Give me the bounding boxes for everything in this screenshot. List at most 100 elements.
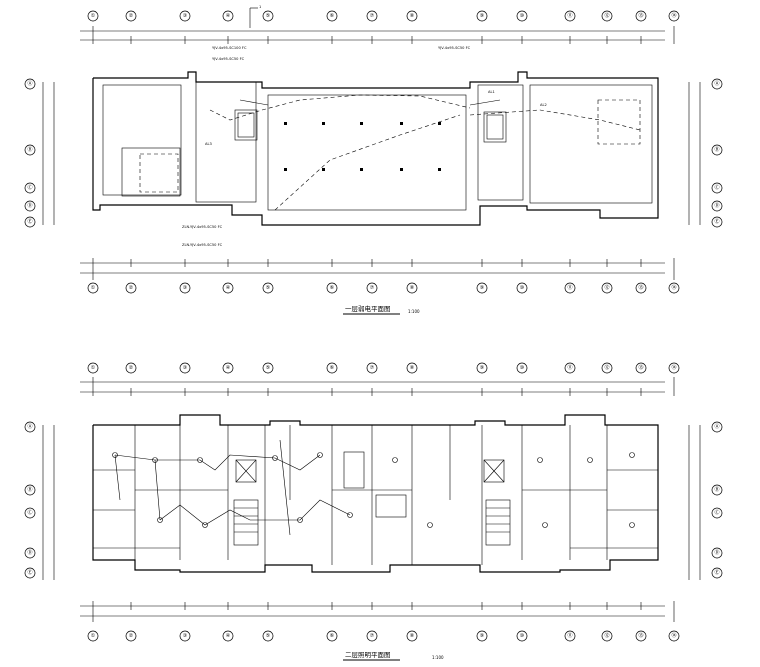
axis-bubble: ②	[125, 10, 137, 22]
axis-bubble: ①	[87, 630, 99, 642]
axis-bubble: ⑧	[406, 10, 418, 22]
axis-bubble: ⑫	[601, 282, 613, 294]
note-label: AL2	[540, 103, 547, 107]
axis-bubble: ⑪	[564, 362, 576, 374]
axis-bubble: ⑭	[668, 282, 680, 294]
svg-text:①: ①	[91, 633, 96, 639]
axis-bubble: ⑩	[516, 282, 528, 294]
axis-bubble: ⑬	[635, 282, 647, 294]
axis-bubble: Ⓓ	[24, 547, 36, 559]
upper-top-axes: ① ② ③ ④ ⑤ ⑥ ⑦ ⑧ ⑨ ⑩ ⑪ ⑫ ⑬ ⑭	[87, 10, 680, 22]
axis-bubble: Ⓔ	[24, 567, 36, 579]
axis-bubble: ⑦	[366, 362, 378, 374]
axis-bubble: ②	[125, 630, 137, 642]
upper-left-axes: Ⓐ Ⓑ Ⓒ Ⓓ Ⓔ	[24, 78, 55, 228]
svg-text:Ⓔ: Ⓔ	[714, 569, 719, 576]
svg-text:④: ④	[226, 633, 231, 639]
svg-text:①: ①	[91, 365, 96, 371]
upper-right-axes: Ⓐ Ⓑ Ⓒ Ⓓ Ⓔ	[688, 78, 723, 228]
svg-text:⑭: ⑭	[671, 364, 676, 371]
svg-text:⑪: ⑪	[567, 12, 572, 19]
axis-bubble: Ⓐ	[24, 421, 36, 433]
plan-title: 二层照明平面图	[345, 651, 391, 659]
axis-bubble: Ⓓ	[711, 547, 723, 559]
svg-text:⑥: ⑥	[330, 285, 335, 291]
svg-text:③: ③	[183, 633, 187, 639]
svg-text:Ⓐ: Ⓐ	[714, 423, 719, 430]
upper-plan: 1 ① ② ③ ④ ⑤ ⑥ ⑦ ⑧ ⑨ ⑩ ⑪ ⑫ ⑬ ⑭	[24, 5, 723, 315]
axis-bubble: ⑬	[635, 10, 647, 22]
axis-bubble: ⑨	[476, 630, 488, 642]
svg-text:⑤: ⑤	[266, 285, 270, 291]
axis-bubble: ⑨	[476, 362, 488, 374]
svg-text:Ⓒ: Ⓒ	[27, 184, 32, 191]
axis-bubble: ⑪	[564, 10, 576, 22]
svg-text:⑫: ⑫	[604, 12, 609, 19]
svg-text:⑩: ⑩	[520, 285, 525, 291]
svg-text:⑭: ⑭	[671, 284, 676, 291]
lower-plan: ① ② ③ ④ ⑤ ⑥ ⑦ ⑧ ⑨ ⑩ ⑪ ⑫ ⑬ ⑭	[24, 362, 723, 661]
axis-bubble: ⑥	[326, 282, 338, 294]
axis-bubble: ⑤	[262, 630, 274, 642]
axis-bubble: Ⓐ	[24, 78, 36, 90]
plan-scale: 1:100	[432, 655, 444, 660]
svg-text:⑬: ⑬	[638, 284, 643, 291]
svg-text:②: ②	[129, 285, 134, 291]
axis-bubble: ⑭	[668, 362, 680, 374]
axis-bubble: Ⓔ	[711, 567, 723, 579]
axis-bubble: ③	[179, 362, 191, 374]
lower-floor-plan	[92, 414, 659, 573]
axis-bubble: Ⓑ	[711, 144, 723, 156]
svg-text:⑬: ⑬	[638, 364, 643, 371]
svg-text:Ⓑ: Ⓑ	[27, 146, 32, 153]
axis-bubble: ⑤	[262, 282, 274, 294]
axis-bubble: Ⓑ	[711, 484, 723, 496]
axis-bubble: ⑪	[564, 630, 576, 642]
plan-scale: 1:100	[408, 309, 420, 314]
svg-text:③: ③	[183, 285, 187, 291]
svg-text:⑨: ⑨	[480, 285, 484, 291]
svg-text:Ⓓ: Ⓓ	[714, 202, 719, 209]
axis-bubble: Ⓑ	[24, 144, 36, 156]
axis-bubble: ④	[222, 10, 234, 22]
axis-bubble: Ⓒ	[711, 182, 723, 194]
svg-text:Ⓐ: Ⓐ	[27, 80, 32, 87]
svg-text:⑤: ⑤	[266, 13, 270, 19]
axis-bubble: ③	[179, 10, 191, 22]
axis-bubble: Ⓓ	[24, 200, 36, 212]
axis-bubble: ⑪	[564, 282, 576, 294]
axis-bubble: Ⓔ	[711, 216, 723, 228]
svg-text:Ⓑ: Ⓑ	[27, 486, 32, 493]
svg-text:②: ②	[129, 365, 134, 371]
svg-text:⑧: ⑧	[410, 13, 415, 19]
axis-bubble: ⑬	[635, 630, 647, 642]
svg-text:Ⓒ: Ⓒ	[27, 509, 32, 516]
note-label: ZLN-YJV-4x95-SC50 FC	[182, 243, 223, 247]
svg-text:⑬: ⑬	[638, 12, 643, 19]
svg-text:⑧: ⑧	[410, 285, 415, 291]
svg-text:⑦: ⑦	[370, 13, 375, 19]
upper-bottom-axes: ① ② ③ ④ ⑤ ⑥ ⑦ ⑧ ⑨ ⑩ ⑪ ⑫ ⑬ ⑭	[87, 282, 680, 294]
lower-top-dimensions	[80, 377, 675, 396]
svg-text:⑪: ⑪	[567, 364, 572, 371]
svg-text:③: ③	[183, 365, 187, 371]
note-label: AL1	[488, 90, 495, 94]
svg-text:⑫: ⑫	[604, 632, 609, 639]
axis-bubble: ⑭	[668, 10, 680, 22]
svg-text:Ⓓ: Ⓓ	[27, 549, 32, 556]
svg-text:④: ④	[226, 365, 231, 371]
axis-bubble: Ⓔ	[24, 216, 36, 228]
upper-plan-title: 一层弱电平面图 1:100	[343, 304, 420, 315]
svg-text:⑧: ⑧	[410, 365, 415, 371]
svg-text:⑩: ⑩	[520, 633, 525, 639]
axis-bubble: Ⓐ	[711, 421, 723, 433]
svg-text:⑥: ⑥	[330, 633, 335, 639]
svg-text:Ⓓ: Ⓓ	[714, 549, 719, 556]
svg-text:⑦: ⑦	[370, 285, 375, 291]
svg-text:⑨: ⑨	[480, 13, 484, 19]
lower-right-axes: Ⓐ Ⓑ Ⓒ Ⓓ Ⓔ	[688, 421, 723, 580]
axis-bubble: ①	[87, 282, 99, 294]
axis-bubble: ②	[125, 362, 137, 374]
plan-title: 一层弱电平面图	[345, 304, 391, 313]
